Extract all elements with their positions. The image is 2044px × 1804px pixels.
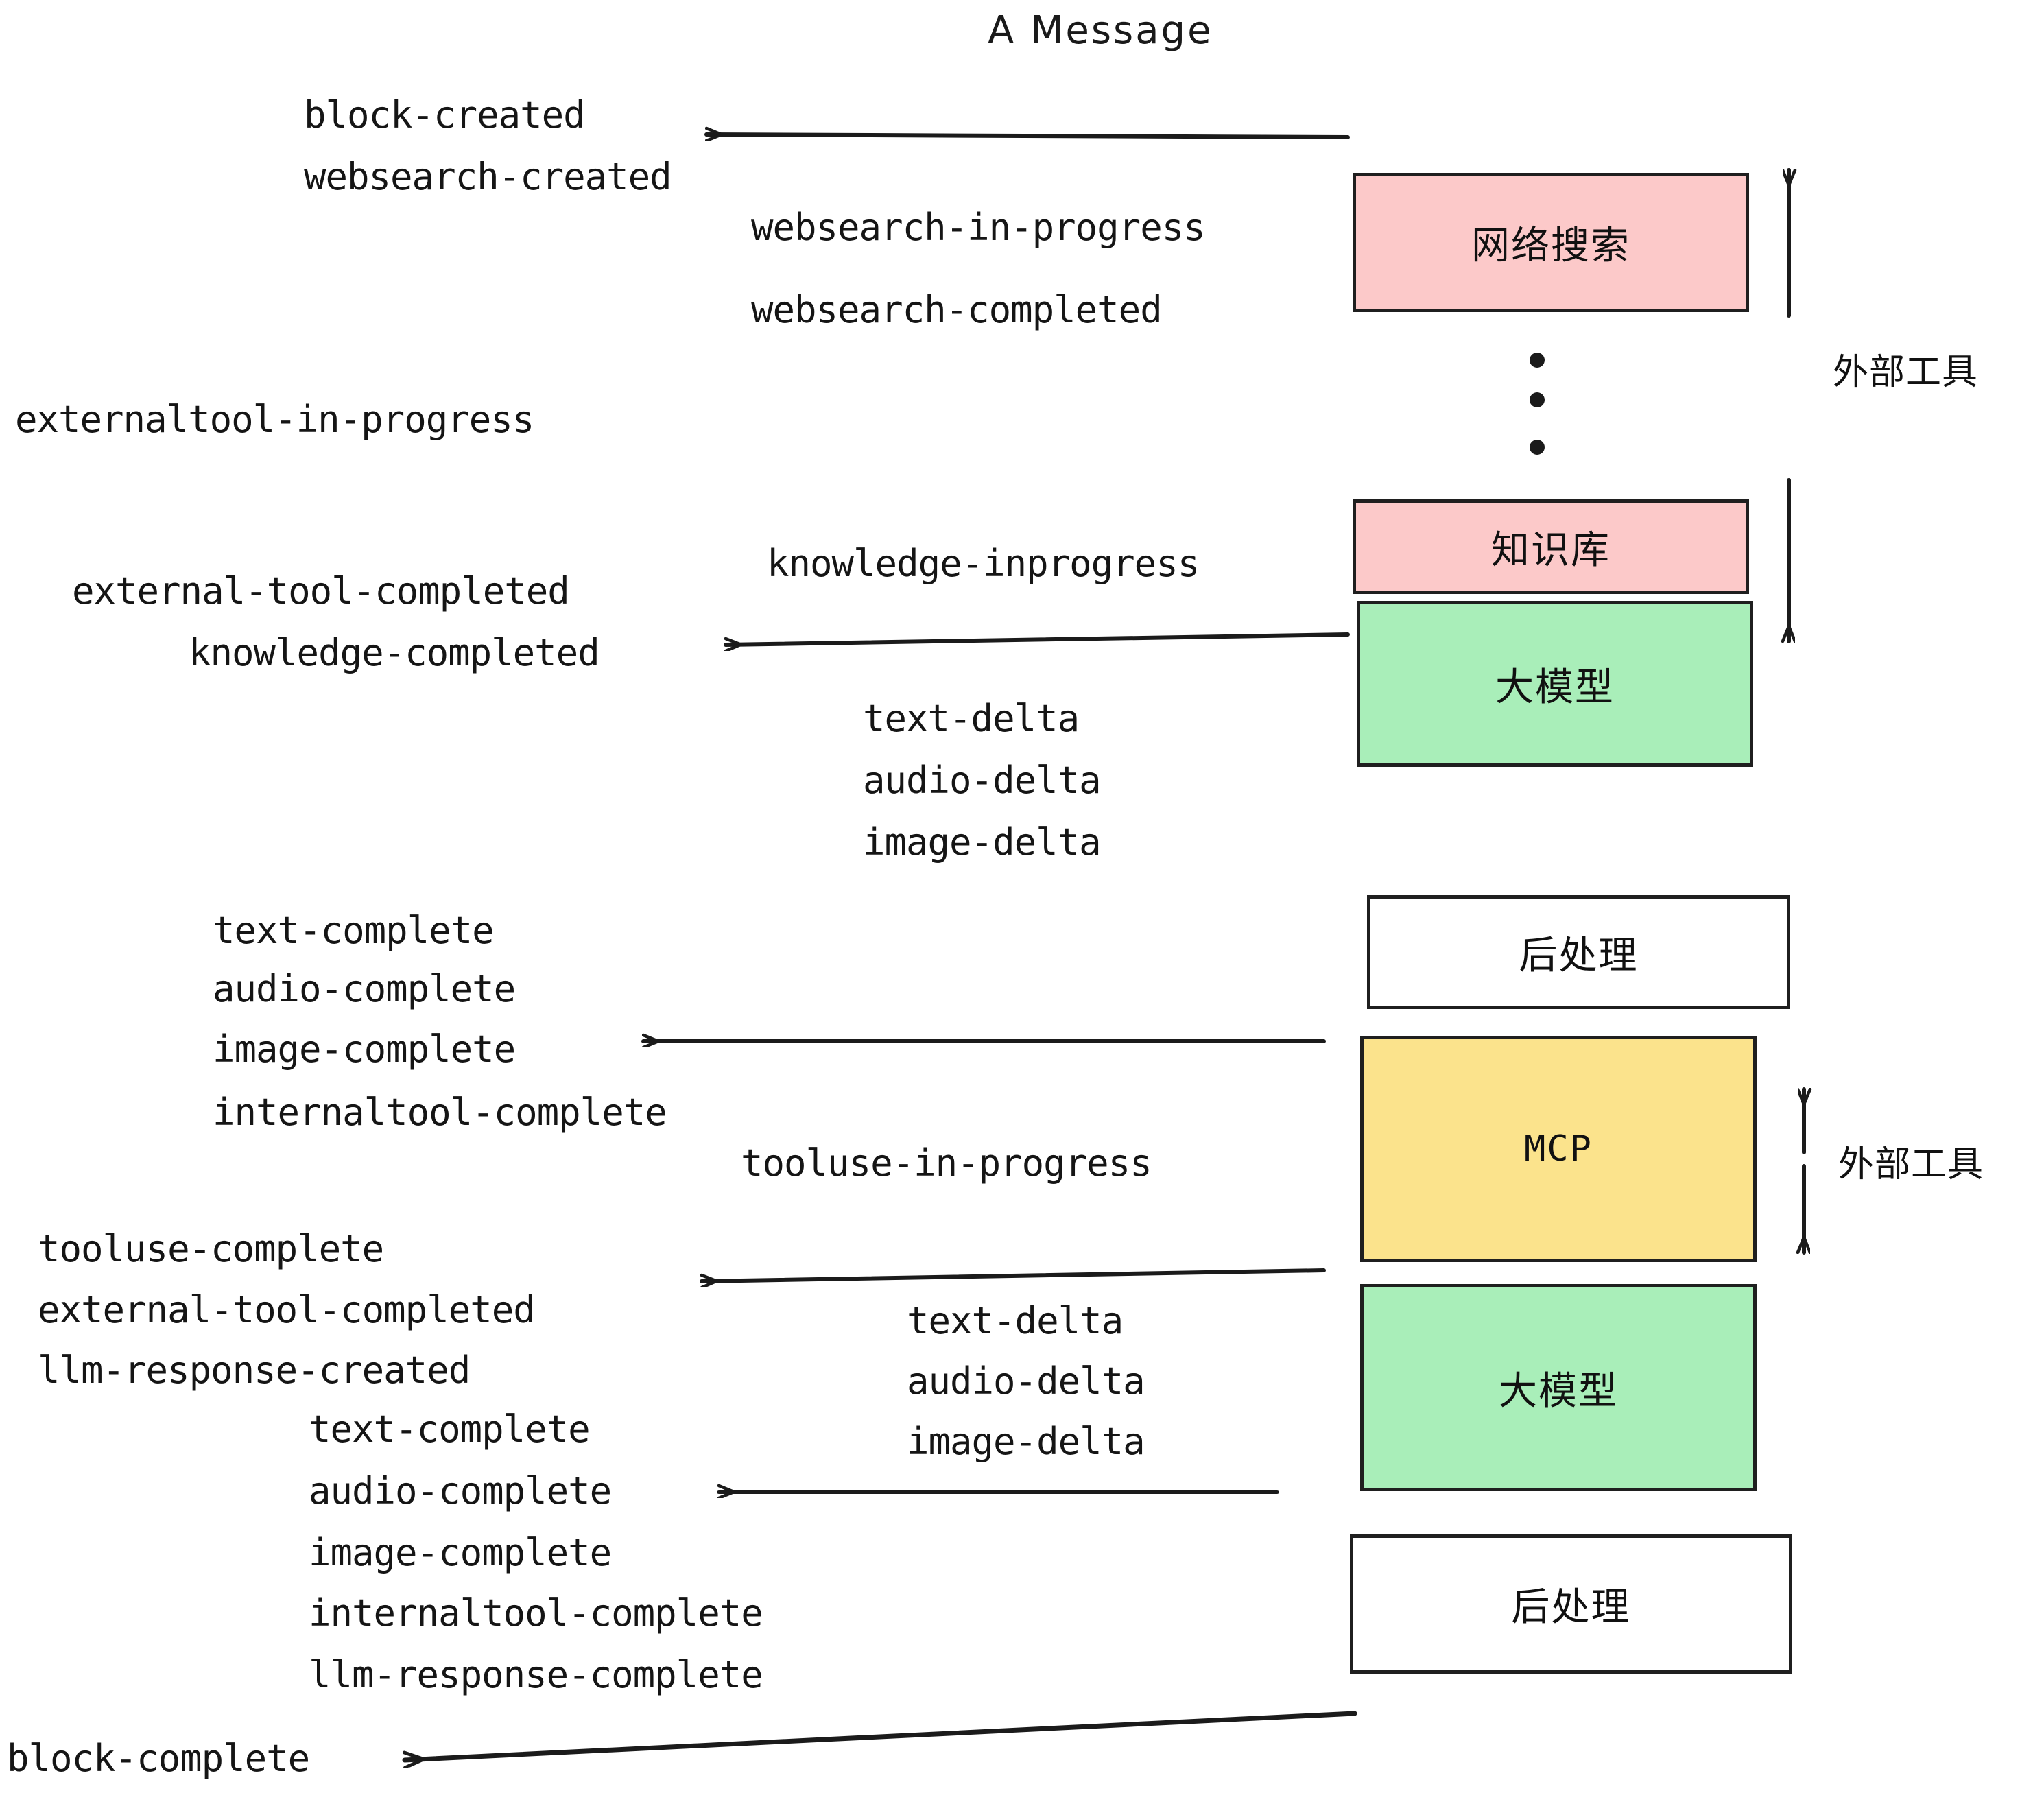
event-external-tool-completed: external-tool-completed: [72, 569, 570, 613]
event-text-complete-1: text-complete: [213, 909, 495, 952]
node-llm-bottom[interactable]: 大模型: [1360, 1284, 1757, 1491]
event-websearch-in-progress: websearch-in-progress: [751, 206, 1206, 249]
node-knowledge[interactable]: 知识库: [1353, 499, 1749, 594]
event-image-delta-2: image-delta: [907, 1420, 1145, 1463]
event-audio-delta-1: audio-delta: [863, 759, 1102, 802]
ellipsis-dot: [1530, 392, 1545, 407]
page-title: A Message: [988, 8, 1213, 53]
node-postprocess-top[interactable]: 后处理: [1367, 895, 1790, 1009]
event-websearch-completed: websearch-completed: [751, 288, 1163, 331]
node-websearch[interactable]: 网络搜索: [1353, 173, 1749, 312]
ellipsis-dot: [1530, 440, 1545, 455]
event-block-created: block-created: [304, 93, 586, 137]
event-text-delta-1: text-delta: [863, 697, 1080, 740]
event-audio-delta-2: audio-delta: [907, 1360, 1145, 1403]
event-image-delta-1: image-delta: [863, 820, 1102, 864]
event-websearch-created: websearch-created: [304, 155, 672, 198]
event-image-complete-2: image-complete: [309, 1531, 612, 1574]
event-internaltool-complete-1: internaltool-complete: [213, 1091, 667, 1134]
event-llm-response-complete: llm-response-complete: [309, 1653, 763, 1696]
node-llm-bottom-label: 大模型: [1499, 1368, 1618, 1414]
side-label-external-tool-top: 外部工具: [1833, 352, 1979, 393]
event-internaltool-complete-2: internaltool-complete: [309, 1591, 763, 1635]
event-knowledge-completed: knowledge-completed: [189, 631, 600, 674]
event-audio-complete-2: audio-complete: [309, 1469, 612, 1512]
node-llm-top[interactable]: 大模型: [1357, 601, 1753, 767]
ellipsis-dot: [1530, 353, 1545, 368]
event-audio-complete-1: audio-complete: [213, 967, 516, 1010]
node-postprocess-bottom-label: 后处理: [1511, 1585, 1631, 1630]
event-externaltool-in-progress: externaltool-in-progress: [15, 398, 534, 441]
event-arrows: [641, 134, 1350, 1492]
event-image-complete-1: image-complete: [213, 1028, 516, 1071]
node-knowledge-label: 知识库: [1491, 527, 1611, 573]
node-postprocess-bottom[interactable]: 后处理: [1350, 1534, 1792, 1674]
event-llm-response-created: llm-response-created: [38, 1349, 471, 1392]
node-mcp-label: MCP: [1524, 1128, 1593, 1170]
event-block-complete: block-complete: [7, 1737, 310, 1780]
event-text-delta-2: text-delta: [907, 1299, 1124, 1342]
node-postprocess-top-label: 后处理: [1519, 933, 1639, 978]
event-tooluse-in-progress: tooluse-in-progress: [741, 1141, 1152, 1185]
node-llm-top-label: 大模型: [1495, 665, 1615, 710]
node-mcp[interactable]: MCP: [1360, 1036, 1757, 1262]
side-label-external-tool-bottom: 外部工具: [1838, 1144, 1984, 1185]
arrow-external-tool-2: [700, 1268, 1326, 1281]
arrow-knowledge-completed: [724, 632, 1350, 645]
event-external-tool-completed-2: external-tool-completed: [38, 1288, 536, 1331]
event-knowledge-inprogress: knowledge-inprogress: [767, 542, 1200, 585]
arrow-block-complete: [402, 1711, 1357, 1760]
arrow-block-created: [704, 134, 1350, 137]
event-text-complete-2: text-complete: [309, 1408, 591, 1451]
node-websearch-label: 网络搜索: [1471, 224, 1630, 268]
event-tooluse-complete: tooluse-complete: [38, 1227, 384, 1270]
